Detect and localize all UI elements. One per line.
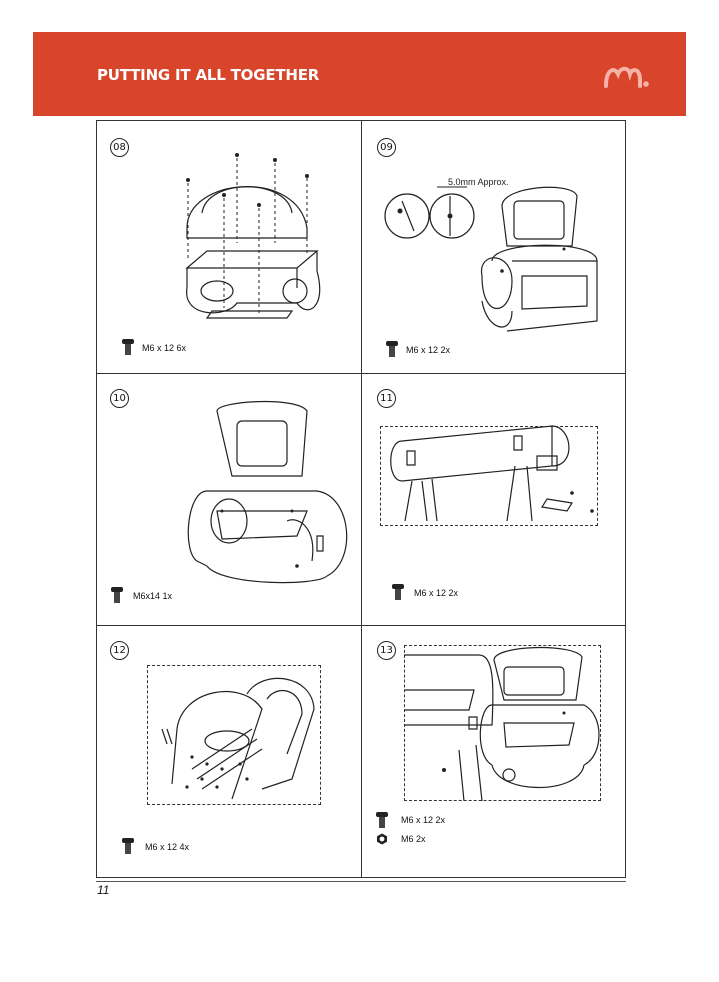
header-banner: PUTTING IT ALL TOGETHER <box>33 32 686 116</box>
illustration-charcoal-grate <box>152 669 322 804</box>
step-number-11: 11 <box>377 389 396 408</box>
bolt-icon <box>122 838 134 854</box>
detail-frame <box>380 426 598 526</box>
gap-callout: 5.0mm Approx. <box>448 177 509 187</box>
illustration-lid-hinge <box>382 181 622 351</box>
bolt-icon <box>111 587 123 603</box>
step-number-12: 12 <box>110 641 129 660</box>
instruction-grid: 08 M6 x 12 6x <box>96 120 626 878</box>
page-title: PUTTING IT ALL TOGETHER <box>97 66 320 84</box>
step-number-10: 10 <box>110 389 129 408</box>
nut-icon <box>377 833 387 845</box>
grid-divider-row-1 <box>97 373 625 374</box>
bolt-icon <box>392 584 404 600</box>
step-number-09: 09 <box>377 138 396 157</box>
grid-divider-row-2 <box>97 625 625 626</box>
brand-logo-icon <box>604 66 649 88</box>
parts-label: M6 x 12 2x <box>401 815 446 825</box>
illustration-firebox-attach <box>404 645 601 801</box>
parts-label: M6 x 12 2x <box>414 588 459 598</box>
parts-label: M6 x 12 6x <box>142 343 187 353</box>
parts-label: M6 x 12 2x <box>406 345 451 355</box>
step-number-08: 08 <box>110 138 129 157</box>
detail-frame <box>404 645 601 801</box>
parts-label: M6x14 1x <box>133 591 173 601</box>
parts-label: M6 x 12 4x <box>145 842 190 852</box>
bolt-icon <box>376 812 388 828</box>
bolt-icon <box>122 339 134 355</box>
page-number: 11 <box>97 883 110 897</box>
parts-label: M6 2x <box>401 834 426 844</box>
illustration-handle-attach <box>177 401 352 586</box>
detail-frame <box>147 665 321 805</box>
grid-divider-vertical <box>361 121 362 877</box>
footer-divider <box>96 881 626 882</box>
bolt-icon <box>386 341 398 357</box>
illustration-leg-bracket <box>387 421 594 526</box>
step-number-13: 13 <box>377 641 396 660</box>
illustration-lid-attach <box>167 153 327 343</box>
